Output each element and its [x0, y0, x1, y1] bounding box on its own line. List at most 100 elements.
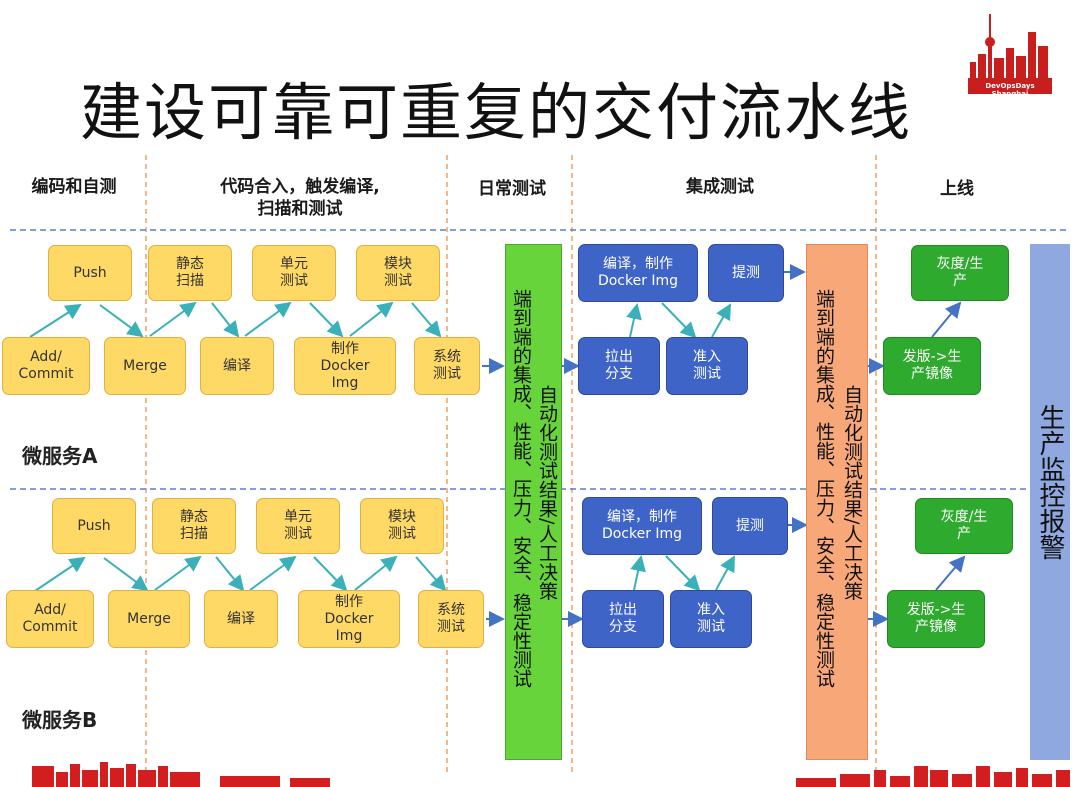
column-header-release: 上线: [940, 179, 974, 199]
gray-release-box-a: 灰度/生产: [911, 245, 1009, 301]
service-label-a: 微服务A: [22, 444, 98, 468]
add-commit-line2-b: Commit: [22, 619, 78, 635]
branch-line2-a: 分支: [605, 366, 633, 382]
ci-build-line1-b: 编译，制作: [607, 509, 677, 525]
ci-build-line1-a: 编译，制作: [603, 256, 673, 272]
module-test-line2-a: 测试: [384, 273, 412, 289]
row-a-arrows: [29, 301, 731, 339]
docker-img-line3-a: Img: [331, 374, 359, 391]
static-scan-box-b: 静态扫描: [152, 498, 236, 554]
skyline-left: [32, 762, 330, 787]
branch-box-a: 拉出分支: [578, 337, 660, 395]
unit-test-line1-a: 单元: [280, 256, 308, 272]
system-test-line2-b: 测试: [437, 619, 465, 635]
add-commit-box-a: Add/Commit: [2, 337, 90, 395]
module-test-line1-a: 模块: [384, 256, 412, 272]
e2e-test-bar-integration: 端到端的集成、性能、压力、安全、稳定性测试 自动化测试结果/人工决策: [806, 244, 868, 760]
submit-test-box-b: 提测: [712, 497, 788, 555]
ci-build-line2-b: Docker Img: [601, 526, 683, 542]
row-b-arrows: [34, 555, 735, 592]
skyline-right: [796, 766, 1070, 787]
admission-test-box-b: 准入测试: [670, 590, 752, 648]
submit-test-box-a: 提测: [708, 244, 784, 302]
column-header-daily: 日常测试: [478, 179, 546, 199]
release-image-box-a: 发版->生产镜像: [883, 337, 981, 395]
admission-test-box-a: 准入测试: [666, 337, 748, 395]
module-test-box-a: 模块测试: [356, 245, 440, 301]
gray-release-line2-a: 产: [953, 273, 967, 289]
merge-box-a: Merge: [104, 337, 186, 395]
production-monitoring-bar: 生产监控报警: [1030, 244, 1070, 760]
push-box-b: Push: [52, 498, 136, 554]
admission-test-line1-b: 准入: [697, 602, 725, 618]
docker-img-line2-a: Docker: [320, 357, 370, 374]
branch-line2-b: 分支: [609, 619, 637, 635]
branch-line1-a: 拉出: [605, 349, 633, 365]
system-test-line1-a: 系统: [433, 349, 461, 365]
add-commit-box-b: Add/Commit: [6, 590, 94, 648]
production-monitoring-text: 生产监控报警: [1035, 404, 1065, 560]
e2e-test-text-daily: 端到端的集成、性能、压力、安全、稳定性测试: [510, 289, 532, 688]
auto-decision-text-daily: 自动化测试结果/人工决策: [536, 385, 558, 601]
static-scan-line2-a: 扫描: [176, 273, 204, 289]
devopsdays-logo: DevOpsDays Shanghai: [966, 12, 1054, 98]
column-header-code: 编码和自测: [31, 177, 117, 197]
system-test-box-b: 系统测试: [418, 590, 484, 648]
add-commit-line2-a: Commit: [18, 366, 74, 382]
gray-release-box-b: 灰度/生产: [915, 498, 1013, 554]
column-dividers: [145, 155, 877, 772]
docker-img-line3-b: Img: [335, 627, 363, 644]
admission-test-line2-a: 测试: [693, 366, 721, 382]
docker-img-line1-a: 制作: [331, 340, 359, 357]
module-test-line2-b: 测试: [388, 526, 416, 542]
column-header-integration: 集成测试: [686, 177, 754, 197]
column-header-merge: 代码合入，触发编译, 扫描和测试: [160, 176, 440, 220]
compile-box-b: 编译: [204, 590, 278, 648]
row-b-stage-arrows: [486, 517, 966, 627]
merge-box-b: Merge: [108, 590, 190, 648]
e2e-test-text-integration: 端到端的集成、性能、压力、安全、稳定性测试: [813, 289, 835, 688]
push-box-a: Push: [48, 245, 132, 301]
static-scan-line2-b: 扫描: [180, 526, 208, 542]
unit-test-line1-b: 单元: [284, 509, 312, 525]
module-test-box-b: 模块测试: [360, 498, 444, 554]
ci-build-line2-a: Docker Img: [597, 273, 679, 289]
docker-img-line2-b: Docker: [324, 610, 374, 627]
auto-decision-text-integration: 自动化测试结果/人工决策: [841, 385, 863, 601]
column-header-merge-line1: 代码合入，触发编译,: [220, 177, 380, 197]
add-commit-line1-a: Add/: [30, 349, 62, 365]
gray-release-line1-a: 灰度/生: [936, 256, 984, 272]
logo-text: DevOpsDays Shanghai: [985, 82, 1035, 98]
release-image-line1-a: 发版->生: [902, 349, 962, 365]
system-test-line1-b: 系统: [437, 602, 465, 618]
admission-test-line1-a: 准入: [693, 349, 721, 365]
service-label-b: 微服务B: [22, 708, 98, 732]
unit-test-box-a: 单元测试: [252, 245, 336, 301]
add-commit-line1-b: Add/: [34, 602, 66, 618]
unit-test-line2-b: 测试: [284, 526, 312, 542]
static-scan-box-a: 静态扫描: [148, 245, 232, 301]
gray-release-line2-b: 产: [957, 526, 971, 542]
release-image-line2-b: 产镜像: [915, 619, 957, 635]
admission-test-line2-b: 测试: [697, 619, 725, 635]
branch-line1-b: 拉出: [609, 602, 637, 618]
release-image-box-b: 发版->生产镜像: [887, 590, 985, 648]
column-header-merge-line2: 扫描和测试: [257, 199, 343, 219]
system-test-box-a: 系统测试: [414, 337, 480, 395]
row-a-stage-arrows: [482, 264, 962, 374]
module-test-line1-b: 模块: [388, 509, 416, 525]
gray-release-line1-b: 灰度/生: [940, 509, 988, 525]
release-image-line2-a: 产镜像: [911, 366, 953, 382]
system-test-line2-a: 测试: [433, 366, 461, 382]
page-title: 建设可靠可重复的交付流水线: [80, 76, 913, 149]
static-scan-line1-a: 静态: [176, 256, 204, 272]
static-scan-line1-b: 静态: [180, 509, 208, 525]
e2e-test-bar-daily: 端到端的集成、性能、压力、安全、稳定性测试 自动化测试结果/人工决策: [505, 244, 562, 760]
docker-img-line1-b: 制作: [335, 593, 363, 610]
unit-test-box-b: 单元测试: [256, 498, 340, 554]
branch-box-b: 拉出分支: [582, 590, 664, 648]
